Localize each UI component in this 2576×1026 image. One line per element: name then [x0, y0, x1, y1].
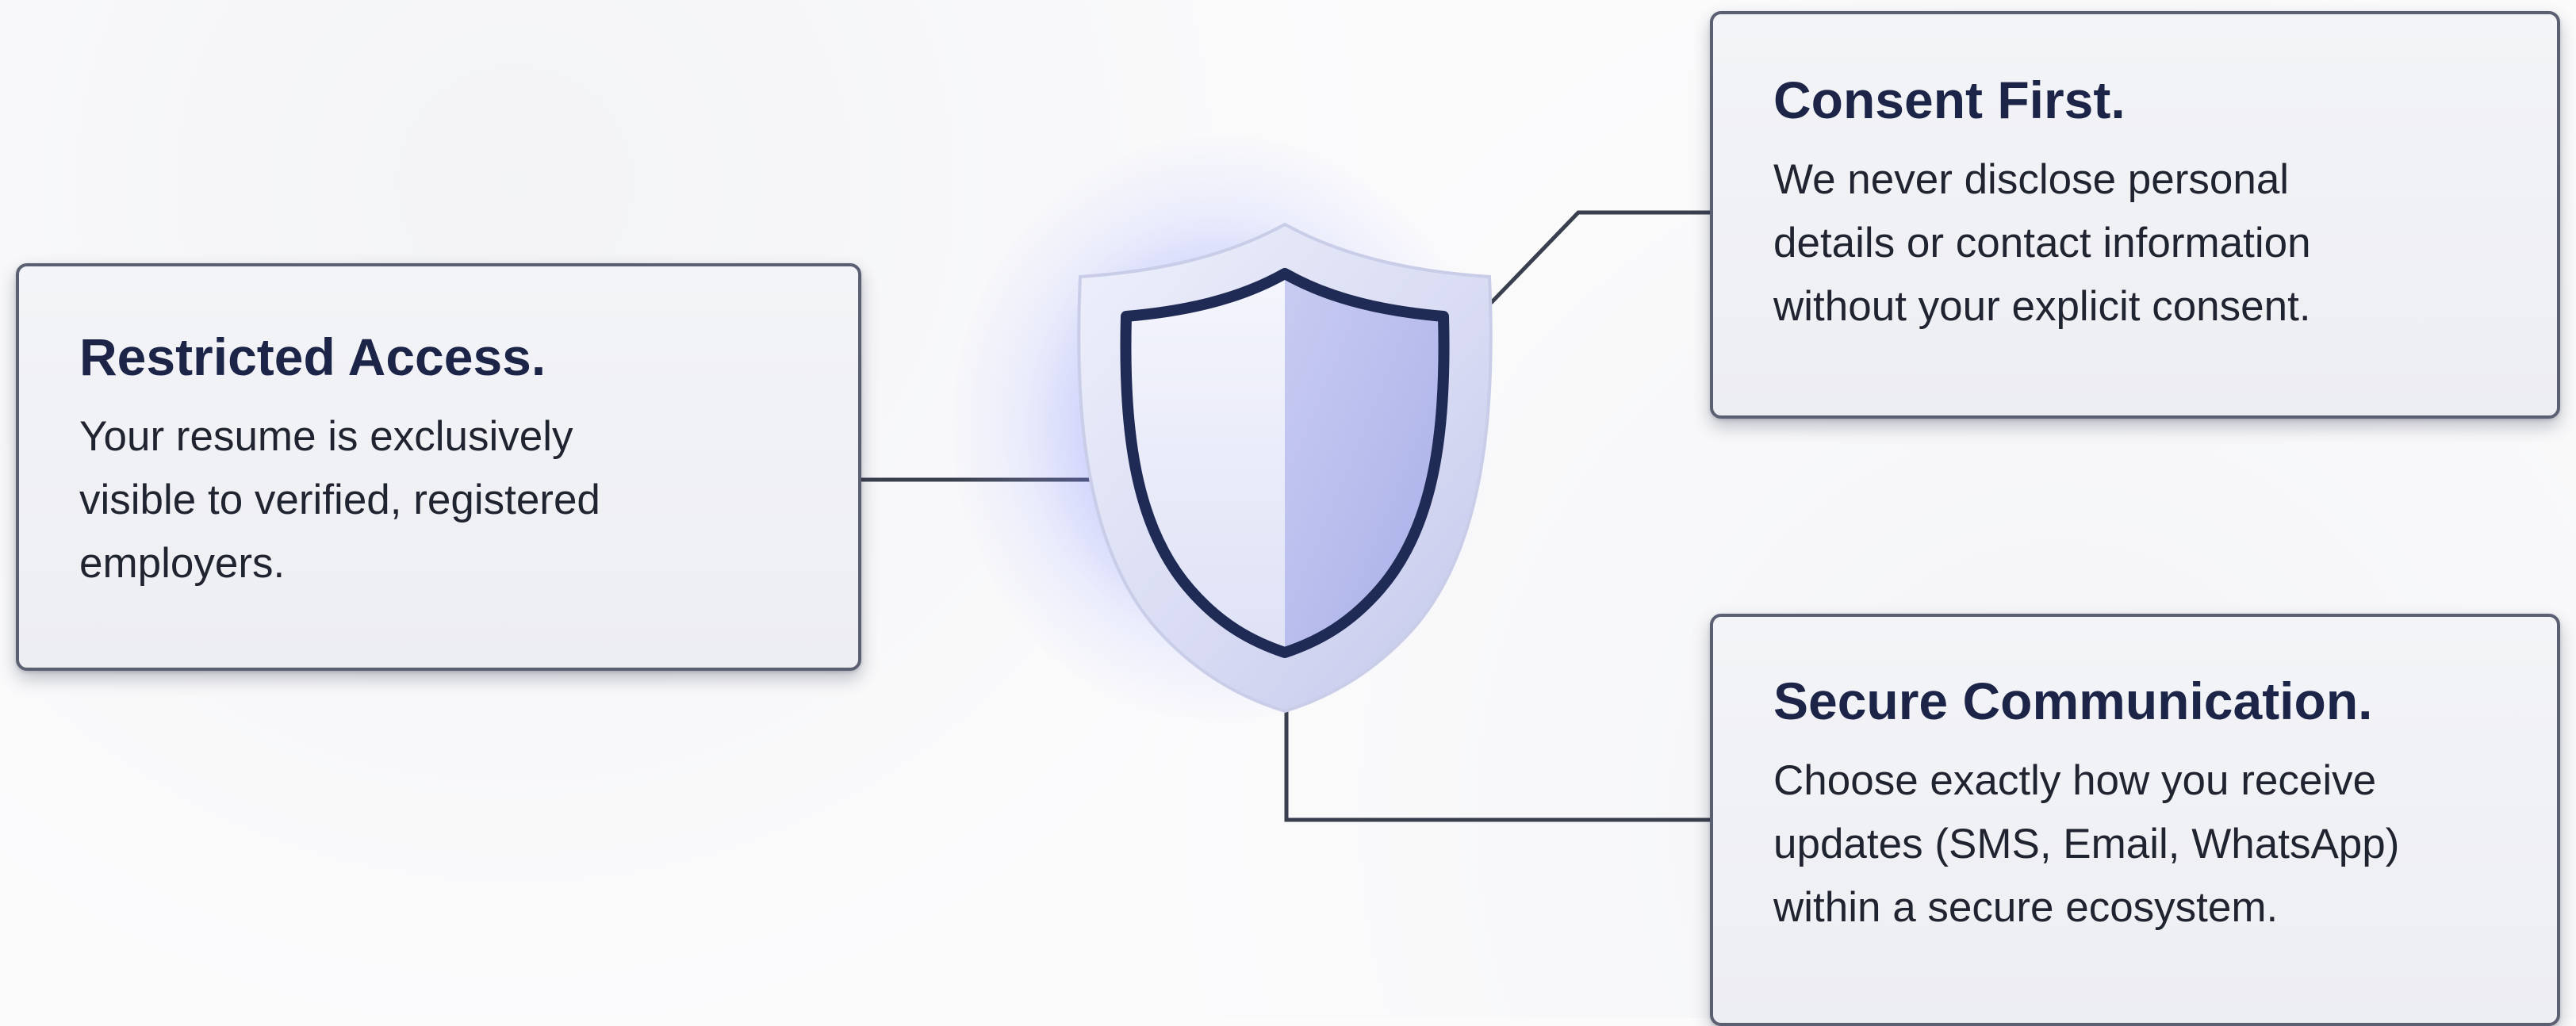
- connector-top-right: [1489, 210, 1710, 304]
- secure-communication-line-1: Choose exactly how you receive: [1773, 756, 2377, 804]
- secure-communication-line-3: within a secure ecosystem.: [1773, 883, 2279, 931]
- secure-communication-card: Secure Communication. Choose exactly how…: [1710, 614, 2560, 1026]
- restricted-access-line-3: employers.: [79, 539, 286, 587]
- restricted-access-line-1: Your resume is exclusively: [79, 412, 573, 460]
- secure-communication-title: Secure Communication.: [1773, 672, 2373, 730]
- secure-communication-description: Choose exactly how you receive updates (…: [1773, 749, 2501, 940]
- restricted-access-line-2: visible to verified, registered: [79, 476, 600, 523]
- restricted-access-card: Restricted Access. Your resume is exclus…: [16, 263, 861, 671]
- consent-first-card: Consent First. We never disclose persona…: [1710, 11, 2560, 419]
- consent-first-line-1: We never disclose personal: [1773, 155, 2290, 203]
- connector-bottom-right: [1284, 698, 1710, 822]
- shield-icon: [1077, 222, 1493, 714]
- restricted-access-description: Your resume is exclusively visible to ve…: [79, 405, 803, 595]
- consent-first-line-2: details or contact information: [1773, 219, 2311, 266]
- consent-first-line-3: without your explicit consent.: [1773, 282, 2311, 330]
- restricted-access-title: Restricted Access.: [79, 327, 546, 386]
- secure-communication-line-2: updates (SMS, Email, WhatsApp): [1773, 820, 2400, 867]
- consent-first-description: We never disclose personal details or co…: [1773, 148, 2501, 339]
- consent-first-title: Consent First.: [1773, 71, 2126, 129]
